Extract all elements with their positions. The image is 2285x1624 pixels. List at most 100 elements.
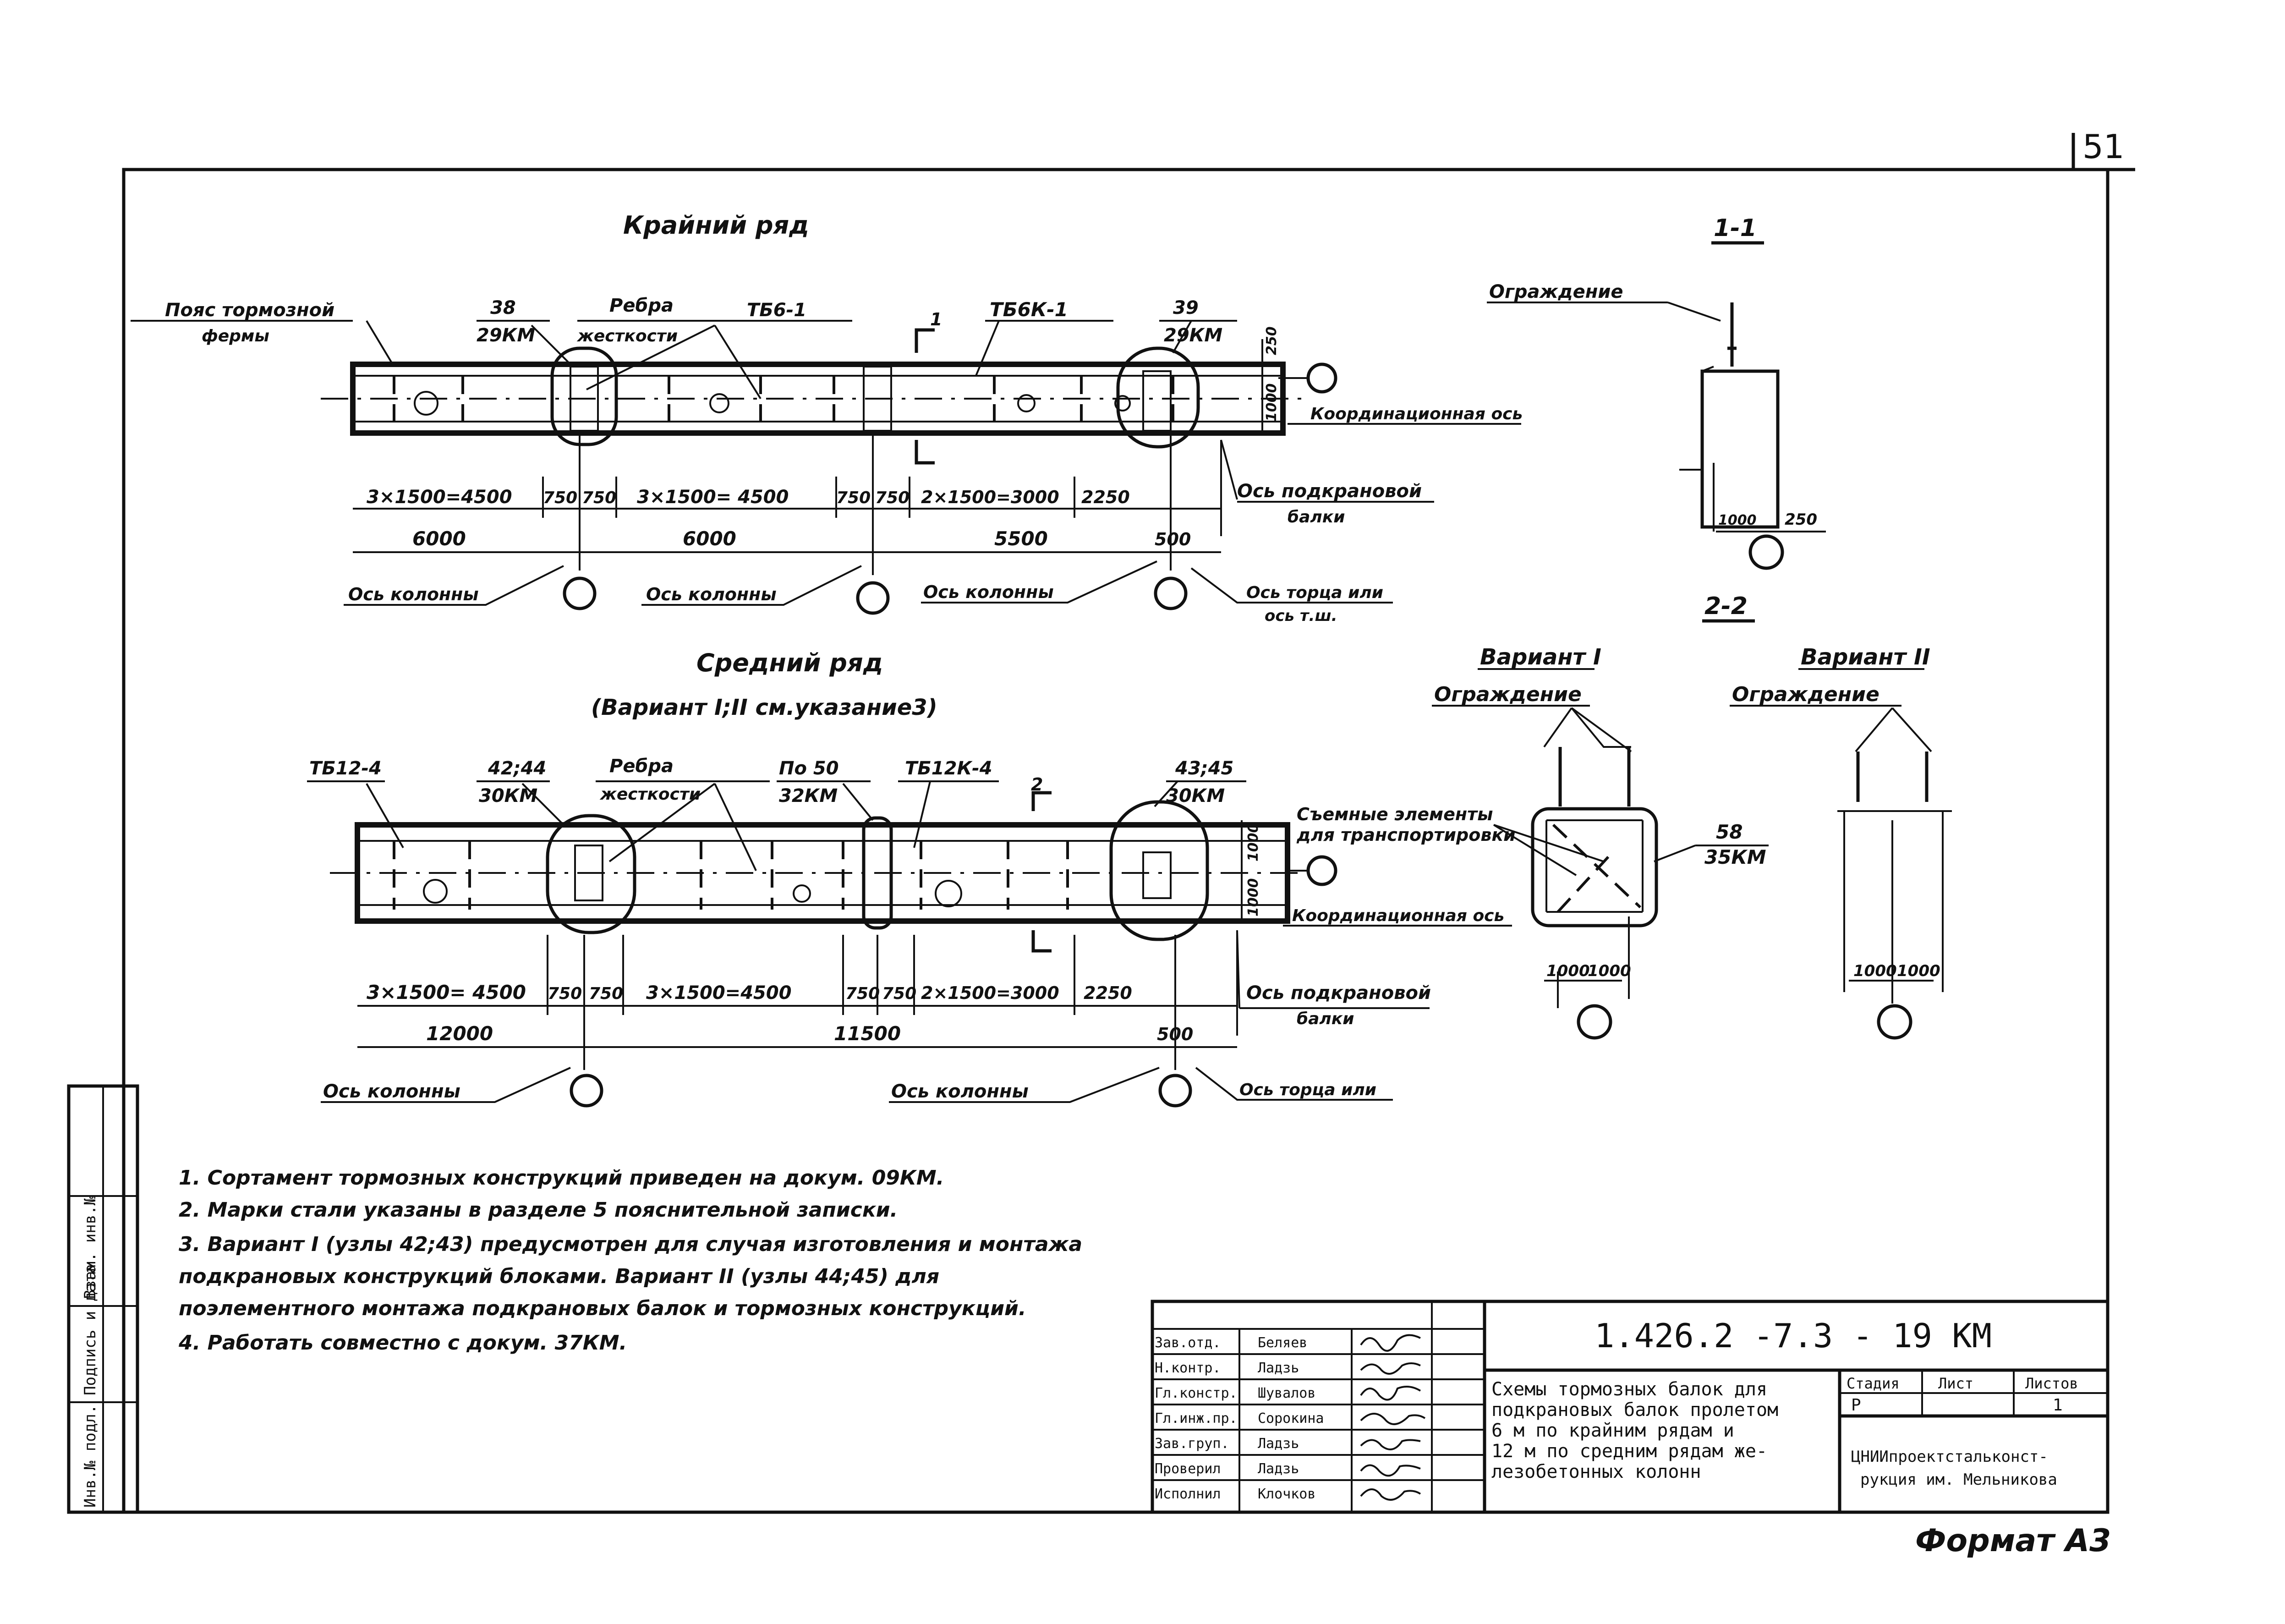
dim-mid-l0: 12000 (426, 1022, 493, 1045)
variant-2-axis-circle (1877, 1004, 1912, 1040)
tb-desc-3: 12 м по средним рядам же- (1491, 1441, 1767, 1462)
tb-role-1: Н.контр. (1155, 1360, 1221, 1376)
tb-role-5: Проверил (1155, 1461, 1221, 1477)
column-axis-circle-mid-1 (570, 1074, 603, 1108)
label-ribs-2: жесткости (576, 327, 678, 346)
label-29km-b: 29КМ (1164, 325, 1222, 346)
dim-top-u4: 750 (836, 488, 871, 507)
section-1-1-title: 1-1 (1714, 214, 1757, 242)
dim-mid-u4: 750 (845, 984, 880, 1003)
label-29km-a: 29КМ (477, 325, 535, 346)
variant-1-title: Вариант I (1480, 644, 1601, 670)
dim-top-l0: 6000 (412, 527, 466, 550)
dim-mid-u2: 750 (589, 984, 623, 1003)
variant-1-axis-circle (1577, 1004, 1612, 1040)
dim-mid-u7: 2250 (1084, 983, 1132, 1003)
tb-sheets-header: Листов (2025, 1375, 2078, 1392)
label-tb12k-4: ТБ12К-4 (905, 758, 992, 779)
dim-mid-1000b: 1000 (1245, 878, 1261, 917)
label-crane-axis-mid: Ось подкрановой (1246, 982, 1431, 1004)
label-end-axis: Ось торца или (1246, 583, 1383, 602)
label-col-axis-mid-2: Ось колонны (891, 1081, 1029, 1102)
tb-role-6: Исполнил (1155, 1486, 1221, 1502)
dim-top-u0: 3×1500=4500 (367, 487, 512, 508)
mid-scheme: Средний ряд (Вариант I;II см.указание3) (307, 648, 1512, 1108)
top-scheme-title: Крайний ряд (623, 211, 809, 240)
dim-top-l3: 500 (1155, 529, 1191, 549)
dim-top-l2: 5500 (994, 527, 1048, 550)
note-3-cont-2: поэлементного монтажа подкрановых балок … (179, 1297, 1026, 1320)
tb-desc-1: подкрановых балок пролетом (1491, 1399, 1778, 1421)
tb-org-1: рукция им. Мельникова (1860, 1470, 2057, 1489)
label-ribs-mid: Ребра (609, 756, 674, 777)
section-1-marker: 1 (930, 309, 942, 329)
dim-250-top: 250 (1264, 326, 1280, 355)
hatch-marks (414, 391, 1131, 416)
dim-mid-u5: 750 (882, 984, 916, 1003)
label-belt: Пояс тормозной (165, 300, 334, 321)
tb-role-2: Гл.констр. (1155, 1385, 1238, 1401)
variant-2-guard: Ограждение (1732, 683, 1880, 706)
node-50-outline (862, 816, 893, 930)
variant-1-box (1531, 807, 1658, 927)
dim-top-u6: 2×1500=3000 (921, 487, 1059, 507)
title-block: Зав.отд. Беляев Н.контр. Ладзь Гл.констр… (1151, 1300, 2110, 1514)
note-3: 3. Вариант I (узлы 42;43) предусмотрен д… (179, 1233, 1082, 1256)
column-axis-circle-mid-2 (1158, 1074, 1192, 1108)
dim-mid-u1: 750 (548, 984, 582, 1003)
section-1-1-d1000: 1000 (1718, 512, 1757, 528)
note-3-cont: подкрановых конструкций блоками. Вариант… (179, 1265, 939, 1288)
dim-top-u3: 3×1500= 4500 (637, 487, 789, 508)
variant-1-35km: 35КМ (1704, 846, 1766, 868)
dim-mid-1000a: 1000 (1245, 823, 1261, 862)
label-32km: 32КМ (779, 785, 838, 807)
label-30km-b: 30КМ (1166, 785, 1225, 807)
variant-1-d1: 1000 (1546, 962, 1590, 980)
label-node-4345: 43;45 (1175, 758, 1233, 779)
section-1-1: 1-1 Ограждение 1000 250 2-2 (1487, 214, 1826, 623)
column-axis-circle-2 (856, 581, 890, 615)
notes: 1. Сортамент тормозных конструкций приве… (178, 1166, 1082, 1355)
mid-scheme-title: Средний ряд (696, 648, 883, 677)
tb-sheet-header: Лист (1938, 1375, 1973, 1392)
column-axis-circle-1 (563, 576, 597, 610)
tb-name-3: Сорокина (1258, 1410, 1324, 1426)
tb-role-0: Зав.отд. (1155, 1335, 1221, 1351)
tb-name-5: Ладзь (1258, 1461, 1299, 1477)
tb-name-6: Клочков (1258, 1486, 1315, 1502)
label-node-4244: 42;44 (488, 758, 546, 779)
variant-1-removable: Съемные элементы (1297, 804, 1493, 824)
dim-top-u7: 2250 (1081, 487, 1130, 507)
tb-code: 1.426.2 -7.3 - 19 КМ (1595, 1317, 1992, 1355)
node-4244-outline (546, 814, 636, 934)
variant-1-guard: Ограждение (1434, 683, 1582, 706)
section-2-marker: 2 (1031, 774, 1043, 795)
tb-sheets: 1 (2053, 1396, 2063, 1415)
label-col-axis-3: Ось колонны (923, 582, 1054, 602)
label-node-50: По 50 (779, 758, 839, 779)
dim-top-u1: 750 (543, 488, 577, 507)
label-tb6k-1: ТБ6К-1 (990, 298, 1068, 321)
side-stamp: Инв.№ подл. Подпись и дата Взам. инв.№ (67, 1084, 139, 1514)
section-1-1-axis-circle (1748, 534, 1784, 570)
stamp-sign-date: Подпись и дата (81, 1264, 99, 1395)
tb-name-0: Беляев (1258, 1335, 1307, 1351)
tb-desc-4: лезобетонных колонн (1491, 1461, 1701, 1482)
tb-stage: Р (1851, 1396, 1861, 1415)
label-node-39: 39 (1173, 297, 1199, 318)
format-label: Формат А3 (1915, 1523, 2111, 1559)
note-2: 2. Марки стали указаны в разделе 5 поясн… (179, 1198, 898, 1222)
stamp-inv-dup: Взам. инв.№ (81, 1196, 99, 1299)
top-scheme: Крайний ряд 1 (131, 211, 1523, 625)
node-39-outline (1116, 346, 1200, 449)
dim-mid-u3: 3×1500=4500 (646, 982, 792, 1004)
tb-desc-2: 6 м по крайним рядам и (1491, 1420, 1734, 1441)
variant-2-d2: 1000 (1897, 962, 1940, 980)
dim-mid-l1: 11500 (834, 1022, 901, 1045)
variant-1-removable-2: для транспортировки (1296, 825, 1516, 845)
tb-role-3: Гл.инж.пр. (1155, 1410, 1238, 1426)
label-col-axis-mid-1: Ось колонны (323, 1081, 460, 1102)
tb-name-4: Ладзь (1258, 1436, 1299, 1452)
variant-1-node-58: 58 (1716, 821, 1743, 843)
